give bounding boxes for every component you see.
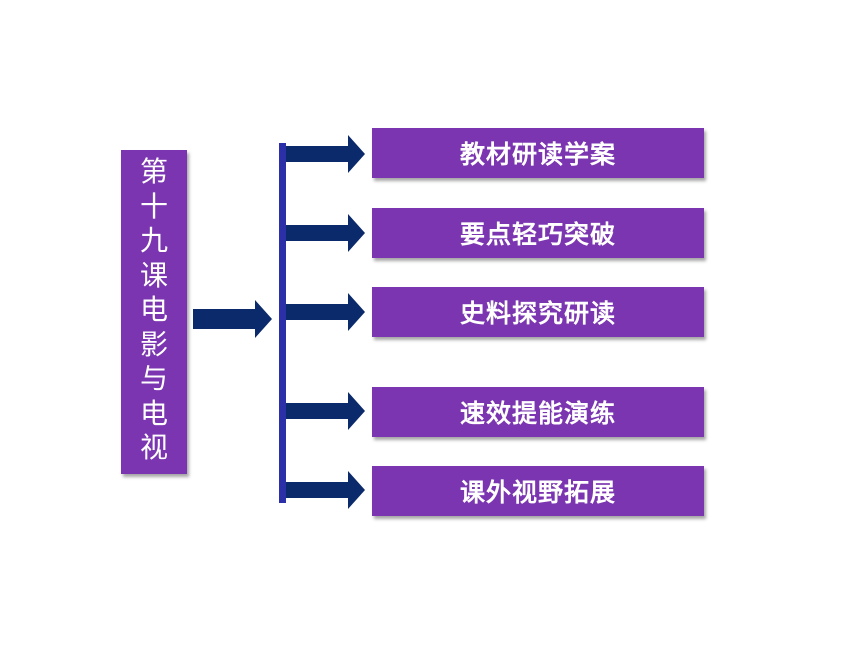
topic-button-5[interactable]: 课外视野拓展 [372,466,704,516]
lesson-title: 第十九课电影与电视 [139,155,168,464]
topic-button-2[interactable]: 要点轻巧突破 [372,208,704,258]
topic-button-3[interactable]: 史料探究研读 [372,287,704,337]
branch-arrow-icon-5 [286,471,365,509]
topic-label: 课外视野拓展 [459,478,616,507]
branch-arrow-icon-4 [286,392,365,430]
vertical-spine [279,143,286,503]
topic-button-4[interactable]: 速效提能演练 [372,387,704,437]
branch-arrow-icon-1 [286,135,365,173]
topic-label: 速效提能演练 [459,399,616,428]
topic-label: 要点轻巧突破 [459,220,616,249]
topic-label: 教材研读学案 [459,140,616,169]
topic-label: 史料探究研读 [459,299,616,328]
branch-arrow-icon-2 [286,214,365,252]
branch-arrow-icon-3 [286,293,365,331]
topic-button-1[interactable]: 教材研读学案 [372,128,704,178]
main-arrow-icon [193,300,272,338]
lesson-title-box: 第十九课电影与电视 [121,150,187,474]
